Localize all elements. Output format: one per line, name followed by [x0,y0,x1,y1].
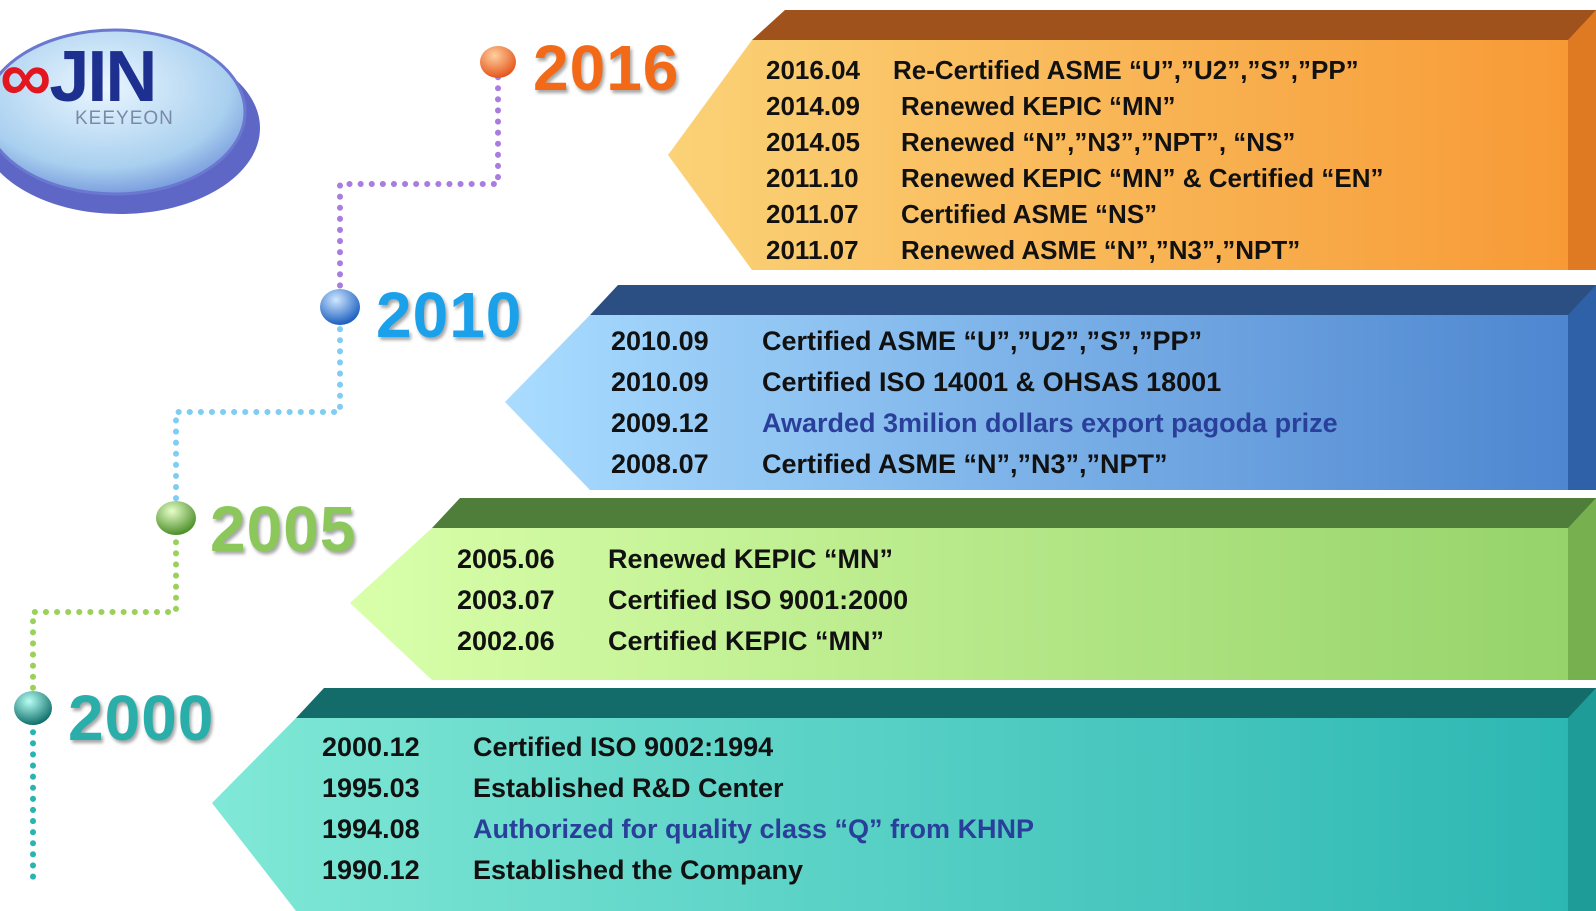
list-item: 1995.03 Established R&D Center [322,768,1034,809]
entry-date: 2014.05 [766,127,860,157]
year-bullet-2016 [480,46,516,78]
list-item: 2011.10 Renewed KEPIC “MN” & Certified “E… [766,160,1384,196]
list-item: 2016.04 Re-Certified ASME “U”,”U2”,”S”,”P… [766,52,1384,88]
entry-date: 2009.12 [611,408,709,438]
list-item: 2011.07 Renewed ASME “N”,”N3”,”NPT” [766,232,1384,268]
list-item: 2010.09 Certified ISO 14001 & OHSAS 18001 [611,362,1338,403]
list-item: 2008.07 Certified ASME “N”,”N3”,”NPT” [611,444,1338,485]
entry-text: Established R&D Center [473,773,784,803]
entry-date: 2003.07 [457,585,555,615]
entry-date: 2016.04 [766,55,860,85]
list-item: 2003.07 Certified ISO 9001:2000 [457,580,908,621]
logo-subtitle: KEEYEON [75,108,174,129]
entry-date: 2014.09 [766,91,860,121]
entry-text: Renewed KEPIC “MN” & Certified “EN” [901,163,1384,193]
connector-2005 [30,517,179,693]
entry-text-highlight: Authorized for quality class “Q” from KH… [473,814,1035,844]
entry-date: 2005.06 [457,544,555,574]
entry-date: 1990.12 [322,855,420,885]
connector-2010 [173,315,343,503]
entry-date: 2008.07 [611,449,709,479]
entry-text: Certified ASME “N”,”N3”,”NPT” [762,449,1168,479]
logo-badge [0,28,260,214]
list-item: 2014.05 Renewed “N”,”N3”,”NPT”, “NS” [766,124,1384,160]
year-bullet-2005 [156,501,196,535]
entry-text: Certified ISO 14001 & OHSAS 18001 [762,367,1222,397]
year-label-2000: 2000 [68,682,215,754]
entry-text: Certified KEPIC “MN” [608,626,885,656]
entry-text: Certified ASME “NS” [901,199,1158,229]
year-label-2016: 2016 [533,32,680,104]
list-item: 2009.12 Awarded 3milion dollars export pa… [611,403,1338,444]
connector-2016 [337,63,501,303]
entry-text: Renewed “N”,”N3”,”NPT”, “NS” [901,127,1296,157]
panel-2016 [668,10,1596,270]
panel-2005 [350,498,1596,680]
list-item: 2002.06 Certified KEPIC “MN” [457,621,908,662]
list-item: 1994.08 Authorized for quality class “Q” … [322,809,1034,850]
list-item: 1990.12 Established the Company [322,850,1034,891]
entry-date: 2010.09 [611,326,709,356]
list-item: 2011.07 Certified ASME “NS” [766,196,1384,232]
list-item: 2010.09 Certified ASME “U”,”U2”,”S”,”PP” [611,321,1338,362]
year-label-2005: 2005 [210,493,357,565]
entry-text: Renewed KEPIC “MN” [901,91,1176,121]
entry-text: Established the Company [473,855,804,885]
list-item: 2014.09 Renewed KEPIC “MN” [766,88,1384,124]
entry-text: Re-Certified ASME “U”,”U2”,”S”,”PP” [893,55,1359,85]
entry-text-highlight: Awarded 3milion dollars export pagoda pr… [762,408,1338,438]
entry-date: 2011.07 [766,235,859,265]
entry-text: Certified ISO 9001:2000 [608,585,909,615]
year-bullet-2000 [14,691,52,725]
company-logo: ∞JIN [0,36,157,118]
entry-text: Renewed ASME “N”,”N3”,”NPT” [901,235,1301,265]
year-label-2010: 2010 [376,279,523,351]
entries-2016: 2016.04 Re-Certified ASME “U”,”U2”,”S”,”P… [766,52,1384,268]
panel-2010 [505,285,1596,490]
logo-mark: ∞ [0,37,51,117]
entry-date: 1995.03 [322,773,420,803]
entry-text: Certified ISO 9002:1994 [473,732,774,762]
entry-date: 2011.07 [766,199,859,229]
list-item: 2000.12 Certified ISO 9002:1994 [322,727,1034,768]
entry-date: 2011.10 [766,163,859,193]
panel-2000 [212,688,1596,911]
year-bullet-2010 [320,289,360,325]
list-item: 2005.06 Renewed KEPIC “MN” [457,539,908,580]
entry-date: 2010.09 [611,367,709,397]
entry-date: 1994.08 [322,814,420,844]
entry-date: 2002.06 [457,626,555,656]
logo-wordmark: JIN [49,37,157,117]
entry-text: Certified ASME “U”,”U2”,”S”,”PP” [762,326,1203,356]
entry-date: 2000.12 [322,732,420,762]
entry-text: Renewed KEPIC “MN” [608,544,894,574]
